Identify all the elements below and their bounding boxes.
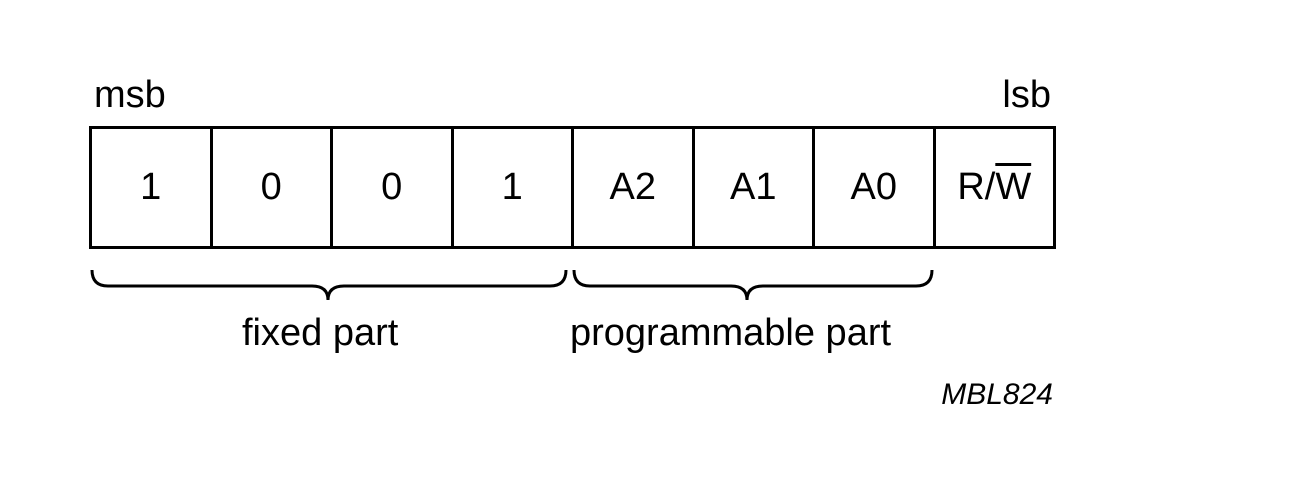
bit-5-cell: 0 (333, 129, 454, 246)
programmable-part-label: programmable part (570, 312, 892, 354)
rw-bit-cell: R/W (936, 129, 1056, 246)
msb-label: msb (94, 74, 166, 116)
fixed-part-label: fixed part (242, 312, 399, 354)
bit-1-cell: A0 (815, 129, 936, 246)
fixed-part-brace (90, 269, 568, 301)
figure-id-label: MBL824 (941, 378, 1053, 411)
programmable-part-brace (572, 269, 934, 301)
bit-2-cell: A1 (695, 129, 815, 246)
bit-6-cell: 0 (213, 129, 333, 246)
bit-7-cell: 1 (92, 129, 213, 246)
rw-read-text: R/ (957, 166, 996, 208)
bit-3-cell: A2 (574, 129, 695, 246)
lsb-label: lsb (1002, 74, 1051, 116)
address-byte-register: 1 0 0 1 A2 A1 A0 R/W (89, 126, 1056, 249)
rw-write-bar-text: W (995, 166, 1032, 208)
bit-4-cell: 1 (454, 129, 574, 246)
